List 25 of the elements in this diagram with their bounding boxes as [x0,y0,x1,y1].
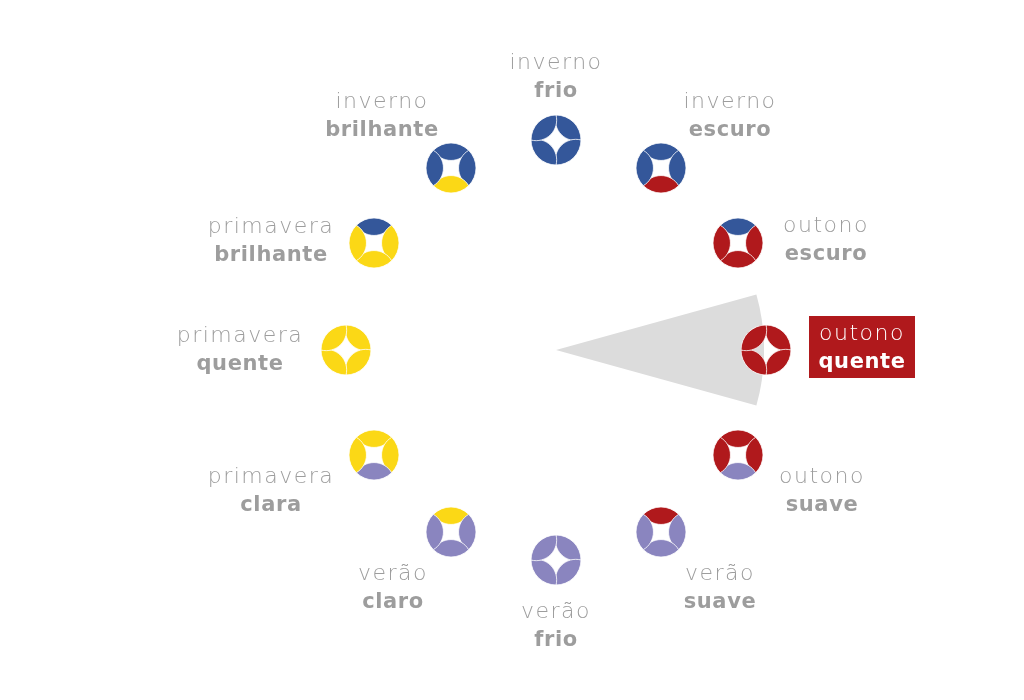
subtype-name: quente [196,350,284,377]
season-name: primavera [207,462,335,490]
season-name: primavera [207,212,335,240]
subtype-name: clara [240,491,302,518]
season-name: primavera [176,321,304,349]
subtype-name: claro [362,588,424,615]
subtype-name: suave [785,491,859,518]
season-name: verão [520,597,591,625]
season-name: inverno [335,87,429,115]
season-name: outono [779,462,865,490]
pointer-sector [556,294,764,406]
season-name: outono [783,211,869,239]
season-name: inverno [509,48,603,76]
subtype-name: frio [534,77,578,104]
subtype-name: brilhante [325,116,439,143]
subtype-name: frio [534,626,578,653]
subtype-name: escuro [784,240,868,267]
season-name: outono [819,319,905,347]
season-name: inverno [683,87,777,115]
season-name: verão [684,559,755,587]
subtype-name: brilhante [214,241,328,268]
subtype-name: quente [818,348,906,375]
subtype-name: suave [683,588,757,615]
subtype-name: escuro [688,116,772,143]
season-name: verão [357,559,428,587]
